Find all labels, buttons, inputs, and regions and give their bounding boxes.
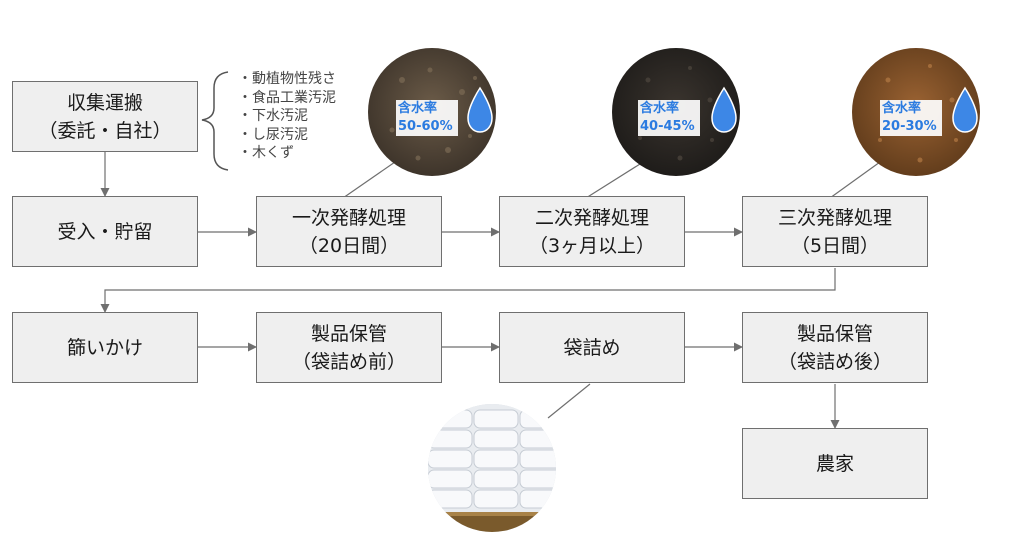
water-drop-icon [711, 86, 737, 133]
bagging-label: 袋詰め [563, 336, 621, 359]
farmer-box: 農家 [742, 428, 928, 499]
moisture-label-secondary: 含水率 40-45% [638, 100, 700, 136]
materials-item: ・下水汚泥 [238, 108, 308, 124]
storage-after-sublabel: （袋詰め後） [777, 350, 892, 373]
moisture-value: 20-30% [882, 119, 937, 134]
storage-before-sublabel: （袋詰め前） [291, 350, 406, 373]
arrow-tertiary-sieving [100, 268, 836, 313]
collection-sublabel: （委託・自社） [38, 119, 172, 142]
water-drop-icon [952, 86, 978, 133]
bagged-product-photo [428, 404, 556, 532]
callout-line-primary [342, 161, 396, 199]
water-drop-icon [467, 86, 493, 133]
storage-before-box: 製品保管 （袋詰め前） [256, 312, 442, 383]
receiving-box: 受入・貯留 [12, 196, 198, 267]
collection-box: 収集運搬 （委託・自社） [12, 81, 198, 152]
primary-sublabel: （20日間） [298, 234, 400, 257]
callout-line-secondary [585, 163, 641, 199]
storage-after-box: 製品保管 （袋詰め後） [742, 312, 928, 383]
moisture-value: 40-45% [640, 119, 695, 134]
receiving-label: 受入・貯留 [57, 220, 153, 243]
secondary-sublabel: （3ヶ月以上） [528, 234, 656, 257]
primary-fermentation-box: 一次発酵処理 （20日間） [256, 196, 442, 267]
sieving-box: 篩いかけ [12, 312, 198, 383]
storage-before-label: 製品保管 [310, 322, 387, 345]
farmer-label: 農家 [815, 452, 854, 475]
storage-after-label: 製品保管 [796, 322, 873, 345]
moisture-value: 50-60% [398, 119, 453, 134]
materials-item: ・し尿汚泥 [238, 126, 308, 143]
materials-brace [201, 71, 229, 171]
moisture-title: 含水率 [882, 101, 922, 116]
tertiary-label: 三次発酵処理 [777, 206, 892, 229]
callout-line-tertiary [829, 161, 881, 199]
moisture-title: 含水率 [398, 101, 438, 116]
moisture-label-tertiary: 含水率 20-30% [880, 100, 942, 136]
bagging-box: 袋詰め [499, 312, 685, 383]
materials-item: ・動植物性残さ [238, 71, 336, 87]
moisture-label-primary: 含水率 50-60% [396, 100, 458, 136]
tertiary-sublabel: （5日間） [790, 234, 880, 257]
secondary-fermentation-box: 二次発酵処理 （3ヶ月以上） [499, 196, 685, 267]
sieving-label: 篩いかけ [66, 336, 143, 359]
collection-label: 収集運搬 [66, 91, 143, 114]
secondary-label: 二次発酵処理 [534, 206, 649, 229]
materials-list: ・動植物性残さ ・食品工業汚泥 ・下水汚泥 ・し尿汚泥 ・木くず [238, 70, 336, 163]
moisture-title: 含水率 [640, 101, 680, 116]
materials-item: ・木くず [238, 145, 294, 161]
primary-label: 一次発酵処理 [291, 206, 406, 229]
materials-item: ・食品工業汚泥 [238, 89, 336, 106]
callout-line-bagging [547, 383, 591, 419]
tertiary-fermentation-box: 三次発酵処理 （5日間） [742, 196, 928, 267]
